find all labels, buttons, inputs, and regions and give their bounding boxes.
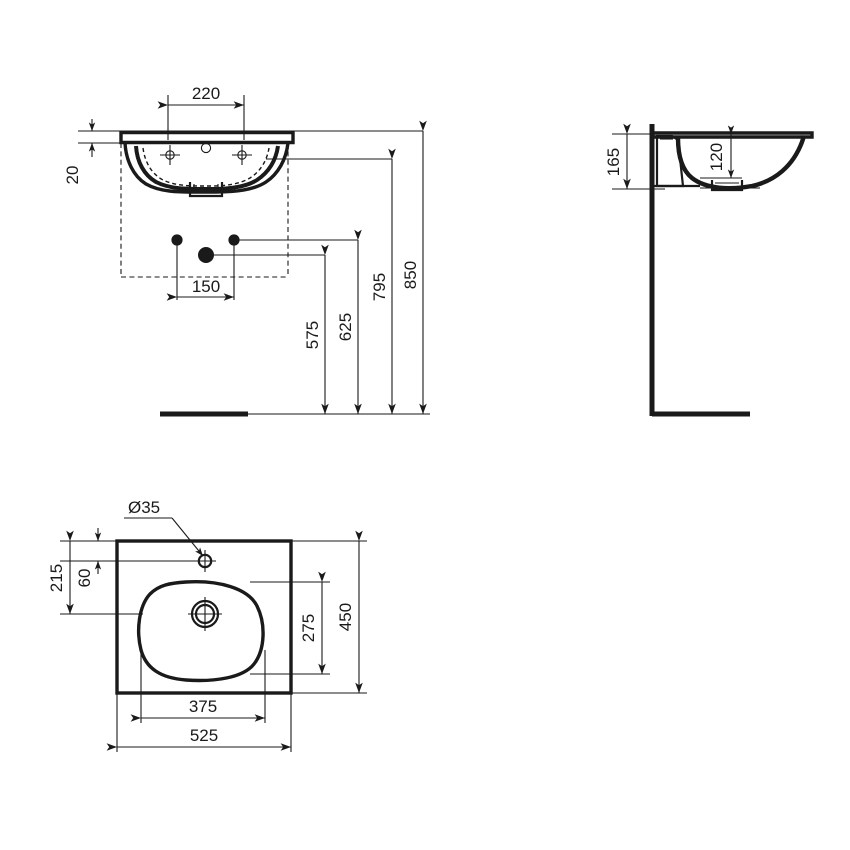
dim-label-375: 375 bbox=[189, 697, 217, 716]
fixing-point-right-front bbox=[232, 145, 252, 165]
dim-overall-depth-450: 450 bbox=[336, 530, 363, 694]
dim-label-diameter-35: Ø35 bbox=[128, 498, 160, 517]
dim-label-275: 275 bbox=[299, 614, 318, 642]
waste-outlet-plan bbox=[188, 597, 222, 631]
dim-front-to-waste-215: 215 bbox=[47, 530, 74, 615]
dim-overall-width-525: 525 bbox=[106, 726, 292, 751]
dim-label-215: 215 bbox=[47, 564, 66, 592]
dim-underside-height-795: 795 bbox=[370, 148, 396, 415]
basin-bowl-outer-front bbox=[123, 142, 290, 194]
side-elevation-view: 165 120 bbox=[604, 123, 814, 417]
basin-rim-side bbox=[651, 131, 814, 139]
dim-bowl-width-375: 375 bbox=[130, 697, 266, 722]
dim-label-450: 450 bbox=[336, 603, 355, 631]
waste-trap-side bbox=[700, 180, 760, 192]
basin-outline-plan bbox=[115, 539, 293, 695]
dim-basin-depth-165: 165 bbox=[604, 123, 631, 190]
front-elevation-view: 220 20 bbox=[63, 84, 430, 417]
basin-rim-front bbox=[119, 130, 295, 145]
dim-supply-height-625: 625 bbox=[336, 229, 362, 415]
bowl-outline-plan bbox=[137, 580, 265, 683]
dim-label-625: 625 bbox=[336, 313, 355, 341]
dim-label-20: 20 bbox=[63, 166, 82, 185]
dim-label-165: 165 bbox=[604, 148, 623, 176]
dim-label-120: 120 bbox=[707, 143, 726, 171]
tap-hole-plan bbox=[194, 550, 216, 572]
leader-tap-hole-diameter: Ø35 bbox=[124, 498, 204, 557]
dim-rim-height-850: 850 bbox=[401, 120, 427, 415]
basin-bowl-hidden-front bbox=[142, 147, 270, 187]
dim-waste-height-575: 575 bbox=[303, 244, 329, 415]
basin-back-apron-side bbox=[655, 134, 685, 188]
dim-rear-to-tap-60: 60 bbox=[75, 528, 102, 588]
waste-outlet-front bbox=[188, 182, 224, 198]
dim-label-850: 850 bbox=[401, 261, 420, 289]
dim-supply-spacing-150: 150 bbox=[166, 277, 235, 301]
dim-bowl-depth-120: 120 bbox=[700, 125, 742, 179]
dim-rim-thickness-20: 20 bbox=[63, 119, 125, 184]
dim-label-575: 575 bbox=[303, 321, 322, 349]
dim-bowl-depth-275: 275 bbox=[299, 571, 326, 675]
dim-label-150: 150 bbox=[192, 277, 220, 296]
dim-label-525: 525 bbox=[190, 726, 218, 745]
overflow-hole-front bbox=[200, 142, 212, 154]
fixing-point-left-front bbox=[160, 145, 180, 165]
dim-label-220: 220 bbox=[192, 84, 220, 103]
basin-bowl-inner-front bbox=[134, 145, 280, 191]
service-points-front bbox=[171, 234, 358, 300]
dim-label-60: 60 bbox=[75, 569, 94, 588]
plan-view: Ø35 215 60 275 450 bbox=[47, 498, 367, 752]
dim-label-795: 795 bbox=[370, 273, 389, 301]
